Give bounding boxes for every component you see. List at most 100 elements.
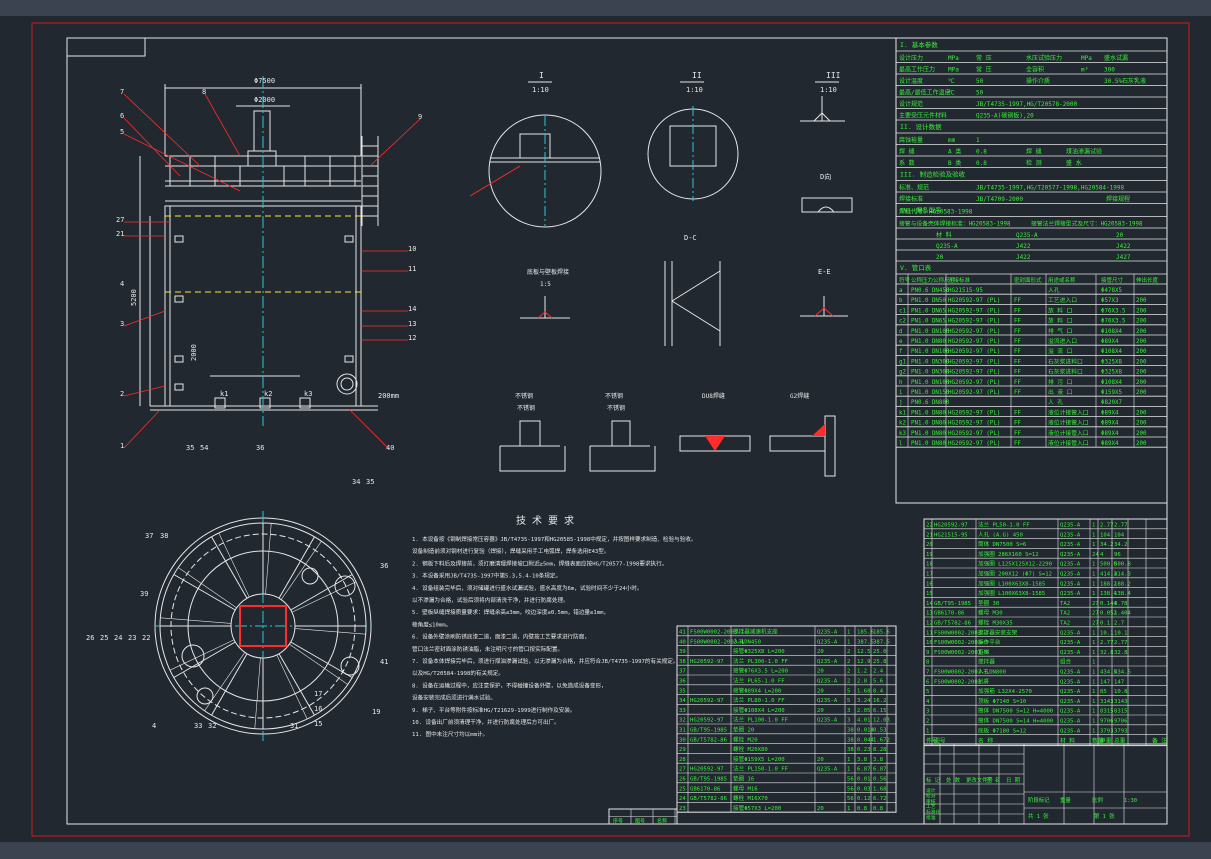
- tech-req-line: 以及HG/T20584-1998的有关规定。: [412, 669, 504, 677]
- nozzle-k2-label: k2: [264, 390, 272, 398]
- nozzle-cell: PN1.0 DN300: [911, 359, 950, 365]
- bom-right-cell: 1: [1092, 630, 1095, 636]
- bom-right-cell: 1: [1092, 523, 1095, 529]
- bom-left-cell: 5: [847, 688, 850, 694]
- spec-section-title: III. 制造检验及验收: [900, 170, 966, 179]
- bom-left-cell: 185.6: [873, 630, 890, 636]
- tech-req-line: 9. 梯子、平台等附件按标准HG/T21629-1999进行制作及安装。: [412, 706, 576, 714]
- plan-label-33: 33: [194, 722, 202, 730]
- nozzle-cell: 200: [1136, 431, 1147, 437]
- bom-right-cell: 1: [1092, 572, 1095, 578]
- bom-right-head: 备 注: [1152, 737, 1167, 745]
- bom-right-head: 名 称: [978, 737, 993, 745]
- spec-cell: 设计温度: [899, 77, 923, 85]
- nozzle-cell: HG20592-97 (PL): [948, 298, 1000, 304]
- nozzle-cell: 200: [1136, 370, 1147, 376]
- bom-right-cell: 筒体 DN7500 S=12 H=4000: [978, 707, 1053, 715]
- bom-right-head: 材 料: [1060, 737, 1075, 745]
- bom-left-cell: 32: [679, 718, 686, 724]
- nozzle-cell: Φ325X8: [1101, 359, 1122, 365]
- bom-right-head: 图号: [934, 737, 946, 745]
- bom-right-cell: 10.1: [1100, 630, 1113, 636]
- detail-I: I 1:10: [469, 71, 602, 228]
- bom-left-cell: 26: [679, 777, 686, 783]
- title-block-role: 设计: [926, 787, 936, 794]
- spec-cell: 50: [976, 90, 984, 97]
- bom-right-cell: 22: [926, 523, 933, 529]
- plan-center-platform: [239, 605, 287, 647]
- bom-left-cell: GB/T95-1985: [690, 728, 727, 734]
- spec-cell: 0.8: [976, 160, 987, 167]
- nozzle-cell: PN1.0 DN100: [911, 349, 950, 355]
- title-block-role: 工艺: [926, 804, 936, 810]
- bom-right-cell: Q235-A: [1060, 699, 1081, 705]
- tech-req-line: 8. 设备在运输过程中，应注意保护，不得碰撞设备外壁，以免造成设备变形，: [412, 681, 607, 689]
- bom-left-cell: 3: [847, 708, 850, 714]
- plan-label-41: 41: [380, 658, 388, 666]
- nozzle-cell: HG21515-95: [948, 288, 983, 294]
- nozzle-cell: i: [899, 390, 903, 396]
- plan-spoke-edge: [291, 581, 357, 613]
- plan-label-34: 34: [352, 478, 360, 486]
- title-block-role: 标准化: [926, 809, 941, 816]
- nozzle-cell: Φ478X5: [1101, 288, 1122, 294]
- bom-left-cell: HG20592-97: [690, 718, 724, 724]
- bom-right-cell: Q235-A: [1060, 670, 1081, 676]
- nozzle-cell: a: [899, 288, 903, 294]
- bom-right-cell: 2.77: [1100, 523, 1113, 529]
- bom-right-cell: 2.77: [1114, 523, 1127, 529]
- spec-cell: mm: [948, 137, 956, 144]
- bom-right-cell: 2.7: [1114, 621, 1124, 627]
- plan-label-25: 25: [100, 634, 108, 642]
- nozzle-cell: Φ108X4: [1101, 329, 1122, 335]
- bom-left-cell: 1.672: [873, 737, 890, 743]
- nozzle-cell: HG20592-97 (PL): [948, 390, 1000, 396]
- bom-right-cell: 1: [1092, 532, 1095, 538]
- spec-cell: 设计规范: [899, 100, 923, 108]
- bom-left-cell: 56: [847, 777, 854, 783]
- elevation-dim-h2: 2000: [190, 344, 198, 361]
- tech-req-line: 10. 设备出厂前须清理干净，并进行防腐处理后方可出厂。: [412, 718, 560, 726]
- bom-right-head: 单重: [1100, 737, 1112, 745]
- tech-req-line: 3. 本设备采用JB/T4735-1997中第5.3,5.4-10条规定。: [412, 572, 561, 580]
- tech-req-line: 11. 图中未注尺寸均以mm计。: [412, 730, 488, 738]
- cad-drawing-canvas[interactable]: Φ7500 Φ2000 5200 2000 200mm k1 k2 k3 7 8…: [0, 16, 1211, 842]
- title-block-role: 校对: [926, 792, 936, 799]
- plan-spokes: [160, 523, 366, 729]
- detail-EE: E-E: [800, 268, 848, 317]
- bom-right-cell: 8315: [1114, 709, 1127, 715]
- nozzle-cell: Φ57X3: [1101, 298, 1119, 304]
- nozzle-cell: 放 料 口: [1048, 317, 1073, 325]
- bom-right-cell: 138.4: [1114, 591, 1131, 597]
- bom-right-cell: 10: [926, 640, 933, 646]
- spec-cell: 0.8: [976, 149, 987, 156]
- bom-left-cell: 1: [847, 767, 850, 773]
- plan-spoke-edge: [276, 654, 308, 720]
- plan-spoke-edge: [294, 628, 366, 635]
- part-label-2: 2: [120, 390, 124, 398]
- bom-left-cell: 0.044: [857, 737, 874, 743]
- bom-right-cell: 11: [926, 630, 933, 636]
- weld-detail-1-title: 不锈钢: [515, 392, 533, 400]
- bom-left-cell: 0.014: [857, 728, 874, 734]
- nozzle-cell: 200: [1136, 308, 1147, 314]
- bom-right-cell: 32.8: [1114, 650, 1128, 656]
- part-label-8: 8: [202, 88, 206, 96]
- bom-left-cell: 2.05: [857, 708, 870, 714]
- bom-right-cell: Q235-A: [1060, 552, 1081, 558]
- bom-right-cell: 16: [926, 581, 933, 587]
- bom-left-cell: 20: [817, 649, 824, 655]
- detail-III-title: III: [826, 71, 841, 80]
- bom-left-cell: 2: [847, 669, 850, 675]
- plan-spoke-edge: [178, 567, 237, 609]
- spec-cell: 30.5%石灰乳液: [1104, 77, 1146, 85]
- bom-right-cell: GB/T95-1985: [934, 601, 971, 607]
- bom-left-cell: 2.8: [857, 679, 868, 685]
- bom-left-cell: 人孔DN450: [733, 637, 761, 645]
- spec-section-title: V. 管口表: [900, 263, 932, 272]
- bom-left-cell: HG20592-97: [690, 698, 724, 704]
- bom-left-cell: 接管Φ76X3.5 L=200: [733, 667, 788, 675]
- weld-detail-1-sub: 不锈钢: [517, 404, 535, 412]
- part-label-4: 4: [120, 280, 124, 288]
- revision-table: 序号图号名称: [608, 808, 678, 825]
